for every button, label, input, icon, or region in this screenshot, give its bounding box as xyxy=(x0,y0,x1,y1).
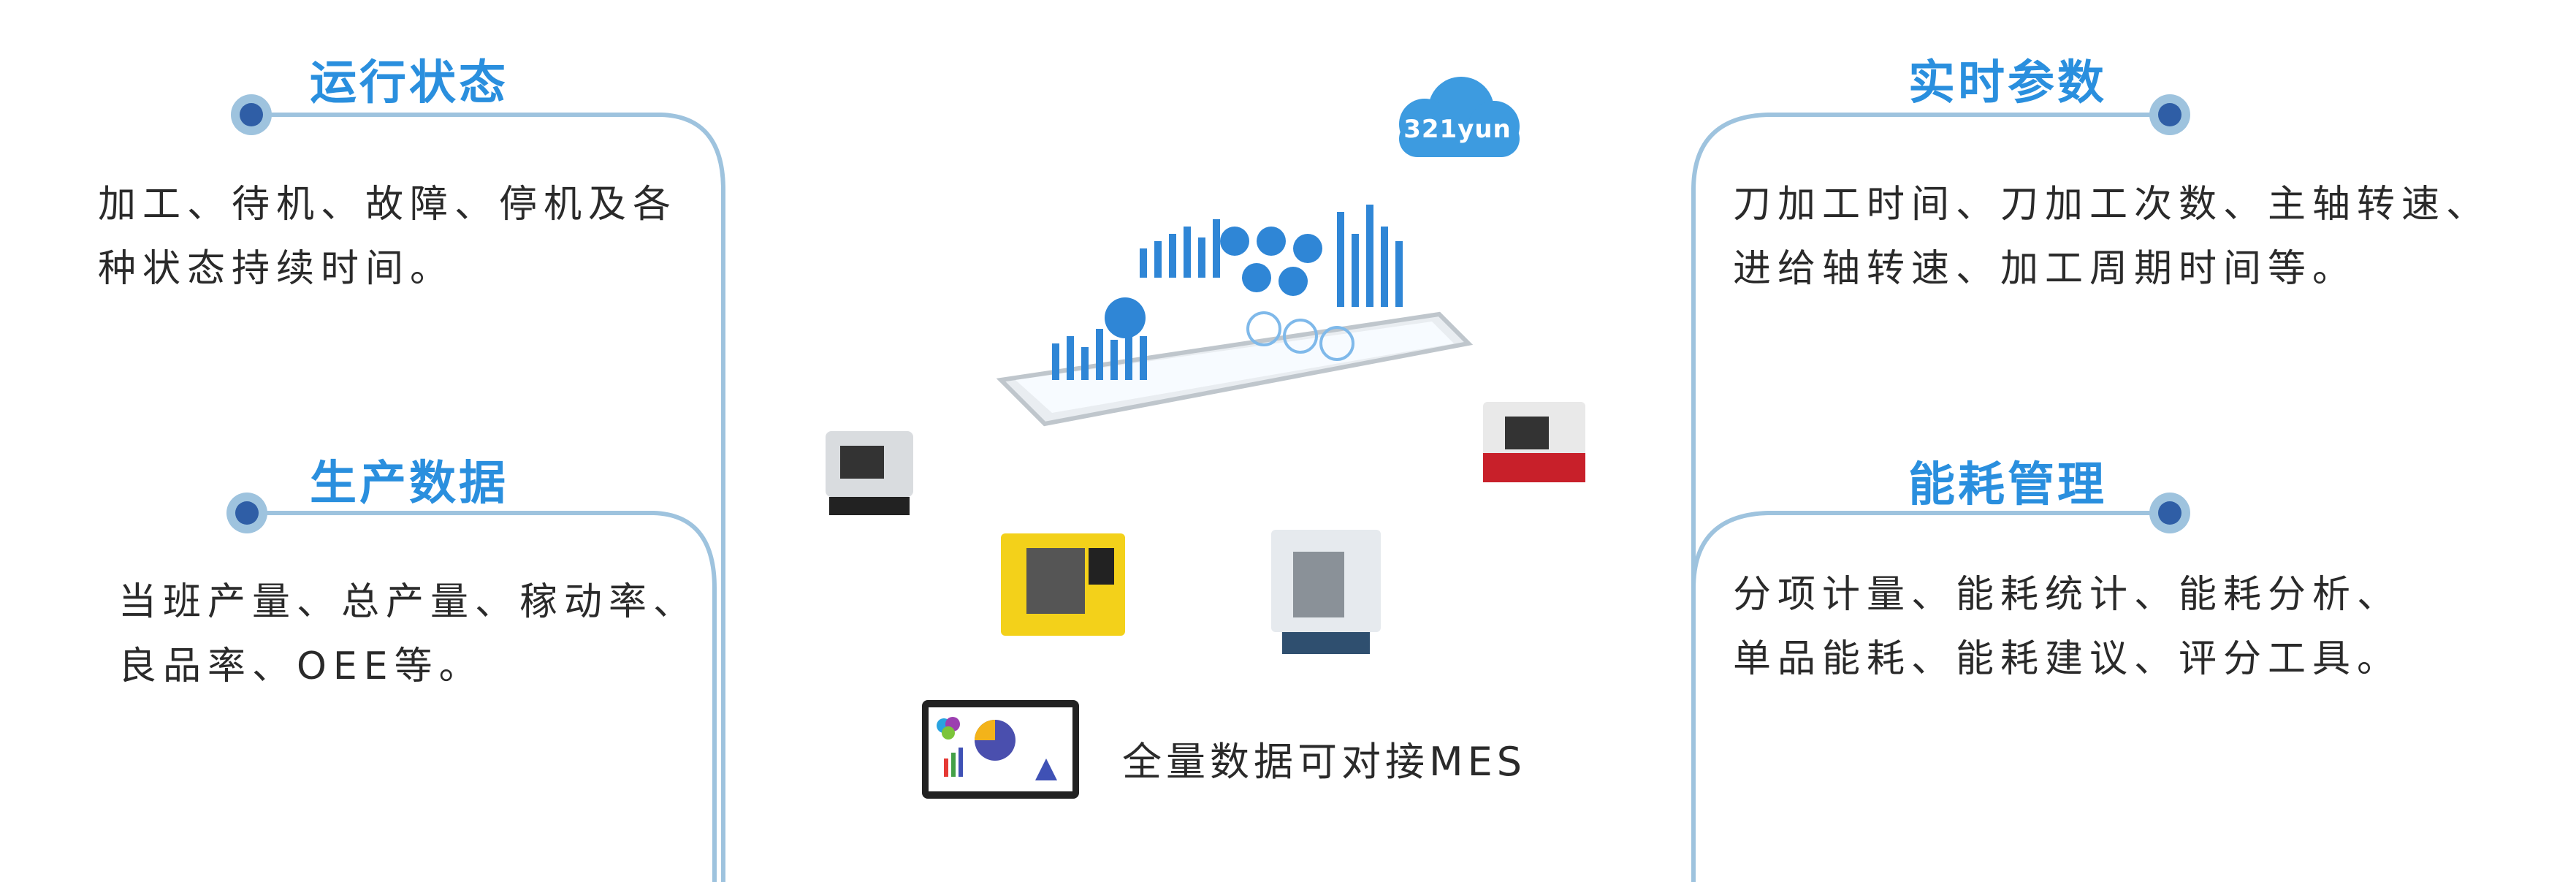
body-line: 加工、待机、故障、停机及各 xyxy=(98,183,678,227)
section-title-energy: 能耗管理 xyxy=(1908,458,2107,512)
section-title-production: 生产数据 xyxy=(310,457,508,511)
vertical-machining-center-icon xyxy=(1271,530,1381,654)
section-body-production: 当班产量、总产量、稼动率、 良品率、OEE等。 xyxy=(118,570,698,699)
cloud-label: 321yun xyxy=(1403,115,1512,144)
section-body-run-status: 加工、待机、故障、停机及各 种状态持续时间。 xyxy=(98,172,677,301)
cloud-badge: 321yun xyxy=(1381,69,1534,164)
section-title-run-status: 运行状态 xyxy=(310,56,508,110)
body-line: 进给轴转速、加工周期时间等。 xyxy=(1733,247,2358,291)
cnc-machine-red-icon xyxy=(1483,402,1585,482)
cnc-lathe-icon xyxy=(826,431,913,515)
connector-energy xyxy=(1691,511,2170,882)
dot-icons xyxy=(226,94,2190,533)
section-body-energy: 分项计量、能耗统计、能耗分析、 单品能耗、能耗建议、评分工具。 xyxy=(1733,563,2401,691)
connector-realtime xyxy=(1691,113,2170,882)
body-line: 种状态持续时间。 xyxy=(98,247,455,291)
section-body-realtime: 刀加工时间、刀加工次数、主轴转速、 进给轴转速、加工周期时间等。 xyxy=(1733,172,2491,301)
cloud-icon xyxy=(1399,77,1520,157)
body-line: 良品率、OEE等。 xyxy=(118,645,484,688)
tablet-analytics-illustration xyxy=(996,205,1474,427)
body-line: 刀加工时间、刀加工次数、主轴转速、 xyxy=(1733,183,2491,227)
mes-integration-label: 全量数据可对接MES xyxy=(1122,739,1526,785)
body-line: 分项计量、能耗统计、能耗分析、 xyxy=(1733,573,2402,617)
body-line: 单品能耗、能耗建议、评分工具。 xyxy=(1733,637,2402,681)
connector-run-status xyxy=(251,113,725,882)
cnc-machine-yellow-icon xyxy=(1001,533,1125,636)
section-title-realtime: 实时参数 xyxy=(1908,56,2107,110)
connector-production xyxy=(247,511,717,882)
dashboard-monitor-icon xyxy=(922,700,1079,799)
body-line: 当班产量、总产量、稼动率、 xyxy=(118,580,698,624)
